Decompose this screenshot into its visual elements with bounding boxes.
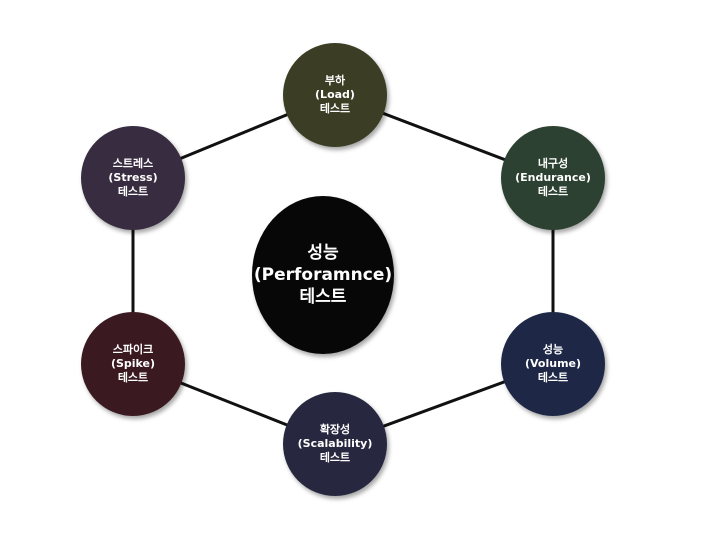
node-load-line2: (Load) <box>315 87 355 101</box>
node-spike-line2: (Spike) <box>110 356 156 370</box>
node-endurance-test: 내구성 (Endurance) 테스트 <box>501 126 605 230</box>
node-endurance-line1: 내구성 <box>537 156 569 170</box>
node-spike-line3: 테스트 <box>117 371 149 385</box>
node-scalability-test: 확장성 (Scalability) 테스트 <box>283 392 387 496</box>
center-node-performance-test: 성능 (Perforamnce) 테스트 <box>252 196 394 354</box>
node-volume-line1: 성능 <box>542 342 564 356</box>
center-node-line3: 테스트 <box>299 287 347 308</box>
node-load-test: 부하 (Load) 테스트 <box>283 43 387 147</box>
center-node-line1: 성능 <box>307 242 339 263</box>
node-stress-line3: 테스트 <box>117 185 149 199</box>
node-scalability-line2: (Scalability) <box>297 436 373 450</box>
node-spike-test: 스파이크 (Spike) 테스트 <box>81 312 185 416</box>
node-volume-line3: 테스트 <box>537 371 569 385</box>
node-volume-test: 성능 (Volume) 테스트 <box>501 312 605 416</box>
node-stress-line1: 스트레스 <box>112 156 154 170</box>
node-stress-line2: (Stress) <box>108 170 158 184</box>
node-endurance-line2: (Endurance) <box>515 170 591 184</box>
node-load-line3: 테스트 <box>319 102 351 116</box>
node-load-line1: 부하 <box>324 73 346 87</box>
node-volume-line2: (Volume) <box>524 356 582 370</box>
node-spike-line1: 스파이크 <box>112 342 154 356</box>
center-node-line2: (Perforamnce) <box>253 264 393 285</box>
node-stress-test: 스트레스 (Stress) 테스트 <box>81 126 185 230</box>
node-endurance-line3: 테스트 <box>537 185 569 199</box>
node-scalability-line3: 테스트 <box>319 451 351 465</box>
node-scalability-line1: 확장성 <box>319 422 351 436</box>
